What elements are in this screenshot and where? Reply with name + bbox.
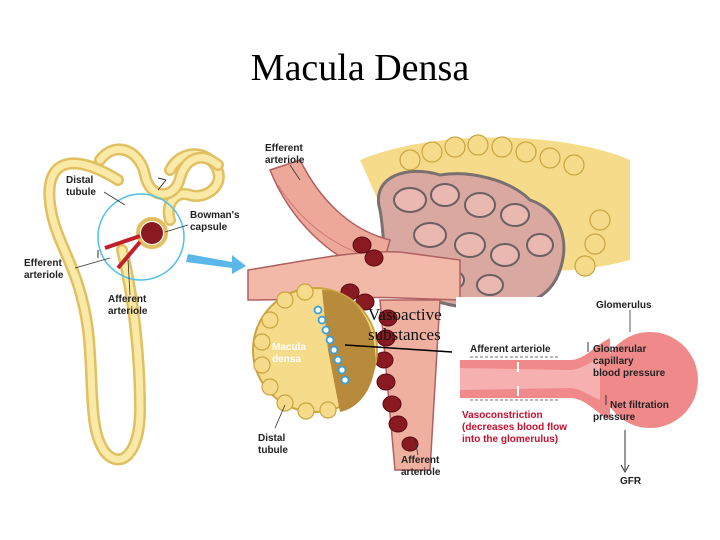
svg-text:into the glomerulus): into the glomerulus) [462,434,558,445]
label-vasoactive-substances: Vasoactive [368,305,442,324]
inset-glomerulus [602,332,698,428]
glomerulus-knot [141,222,163,244]
svg-text:densa: densa [272,354,301,365]
svg-text:arteriole: arteriole [401,467,441,478]
label-afferent-inset: Afferent arteriole [470,344,551,355]
label-macula-densa: Macula [272,342,306,353]
svg-text:(decreases blood flow: (decreases blood flow [462,422,567,433]
gfr-inset [456,297,720,497]
svg-text:capillary: capillary [593,356,634,367]
label-distal-tubule-top: Distal [66,175,93,186]
zoom-arrow [186,254,246,274]
svg-text:arteriole: arteriole [265,155,305,166]
label-vasoconstriction: Vasoconstriction [462,410,543,421]
svg-text:capsule: capsule [190,222,228,233]
svg-text:substances: substances [368,325,441,344]
juxtaglomerular-detail [247,134,630,471]
label-efferent-top: Efferent [265,143,303,154]
label-distal-tubule-bottom: Distal [258,433,285,444]
svg-text:tubule: tubule [66,187,96,198]
label-gfr: GFR [620,476,642,487]
nephron-overview [43,143,246,466]
label-afferent-bottom: Afferent [401,455,440,466]
svg-text:pressure: pressure [593,412,636,423]
magnifier-circle [97,193,185,281]
svg-text:tubule: tubule [258,445,288,456]
svg-text:blood pressure: blood pressure [593,368,666,379]
label-glomerulus: Glomerulus [596,300,652,311]
label-net-filtration: Net filtration [610,400,669,411]
svg-text:arteriole: arteriole [24,270,64,281]
label-bowmans-capsule: Bowman's [190,210,240,221]
label-afferent-left: Afferent [108,294,147,305]
svg-text:arteriole: arteriole [108,306,148,317]
labels: Distal tubule Efferent arteriole Bowman'… [24,143,669,487]
page-title: Macula Densa [250,47,470,89]
label-efferent-left: Efferent [24,258,62,269]
label-glomerular-pressure: Glomerular [593,344,646,355]
